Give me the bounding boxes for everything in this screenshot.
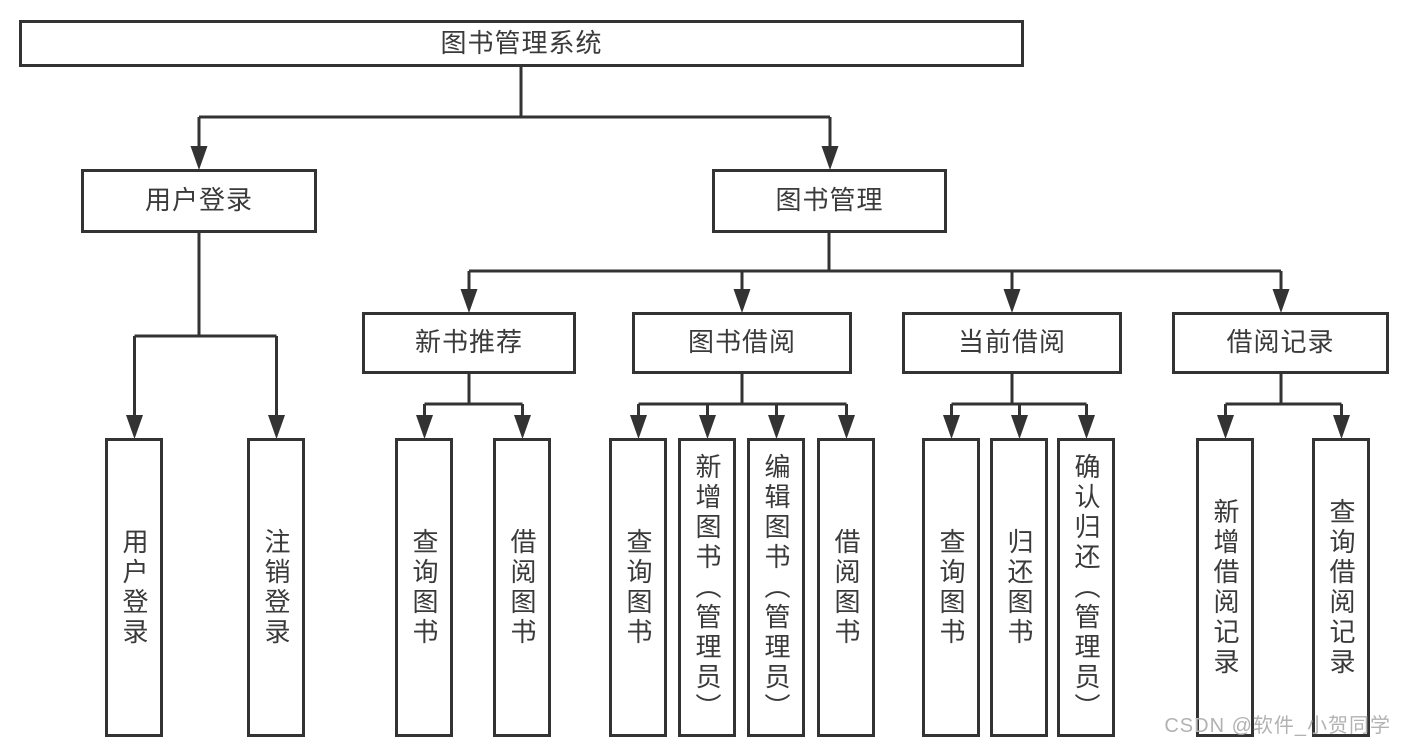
connector-book-borrow-split xyxy=(637,374,848,416)
arrow-icon xyxy=(630,415,647,439)
connector-root-split xyxy=(197,66,832,150)
leaf-logout-label: 注销登录 xyxy=(261,527,291,648)
leaf-query-books-recommend-label: 查询图书 xyxy=(409,527,439,648)
leaf-edit-books-admin-label: 编辑图书（管理员） xyxy=(761,452,791,723)
arrow-icon xyxy=(1217,415,1234,439)
node-new-book-recommend-label: 新书推荐 xyxy=(414,327,523,358)
leaf-borrow-books: 借阅图书 xyxy=(817,438,875,737)
node-new-book-recommend: 新书推荐 xyxy=(362,312,576,374)
leaf-borrow-books-label: 借阅图书 xyxy=(831,527,861,648)
node-user-login: 用户登录 xyxy=(81,169,317,233)
arrow-icon xyxy=(460,289,478,313)
node-current-borrow-label: 当前借阅 xyxy=(957,327,1066,358)
leaf-add-books-admin-label: 新增图书（管理员） xyxy=(692,452,722,723)
arrow-icon xyxy=(126,415,143,439)
leaf-add-borrow-record-label: 新增借阅记录 xyxy=(1210,497,1240,678)
arrow-icon xyxy=(1272,289,1290,313)
csdn-watermark: CSDN @软件_小贺同学 xyxy=(1164,715,1391,737)
connector-new-book-split xyxy=(423,374,524,416)
leaf-borrow-books-recommend-label: 借阅图书 xyxy=(507,527,537,648)
arrowheads xyxy=(126,146,1350,439)
node-book-borrow-label: 图书借阅 xyxy=(687,327,796,358)
node-root-label: 图书管理系统 xyxy=(440,27,603,58)
arrow-icon xyxy=(1078,415,1095,439)
arrow-icon xyxy=(416,415,433,439)
arrow-icon xyxy=(268,415,285,439)
connector-borrow-records-split xyxy=(1224,374,1343,416)
node-book-management: 图书管理 xyxy=(712,169,947,233)
leaf-add-borrow-record: 新增借阅记录 xyxy=(1196,438,1254,737)
arrow-icon xyxy=(1003,289,1021,313)
leaf-return-books: 归还图书 xyxy=(990,438,1048,737)
arrow-icon xyxy=(699,415,716,439)
leaf-add-books-admin: 新增图书（管理员） xyxy=(678,438,736,737)
leaf-query-books-current-label: 查询图书 xyxy=(936,527,966,648)
node-current-borrow: 当前借阅 xyxy=(902,312,1122,374)
node-borrow-records: 借阅记录 xyxy=(1172,312,1389,374)
arrow-icon xyxy=(821,146,839,170)
connector-lines xyxy=(133,66,1343,416)
leaf-query-borrow-record-label: 查询借阅记录 xyxy=(1326,497,1356,678)
leaf-user-login: 用户登录 xyxy=(105,438,163,737)
leaf-return-books-label: 归还图书 xyxy=(1004,527,1034,648)
arrow-icon xyxy=(514,415,531,439)
leaf-edit-books-admin: 编辑图书（管理员） xyxy=(747,438,805,737)
node-book-management-label: 图书管理 xyxy=(775,185,884,216)
arrow-icon xyxy=(1011,415,1028,439)
leaf-logout: 注销登录 xyxy=(247,438,305,737)
leaf-user-login-label: 用户登录 xyxy=(119,527,149,648)
connector-book-mgmt-split xyxy=(467,233,1283,292)
arrow-icon xyxy=(768,415,785,439)
arrow-icon xyxy=(838,415,855,439)
leaf-query-books-borrow: 查询图书 xyxy=(609,438,667,737)
node-book-borrow: 图书借阅 xyxy=(632,312,852,374)
connector-current-borrow-split xyxy=(950,374,1088,416)
leaf-query-books-borrow-label: 查询图书 xyxy=(623,527,653,648)
leaf-query-books-current: 查询图书 xyxy=(922,438,980,737)
arrow-icon xyxy=(733,289,751,313)
leaf-query-books-recommend: 查询图书 xyxy=(395,438,453,737)
arrow-icon xyxy=(1333,415,1350,439)
node-root: 图书管理系统 xyxy=(19,20,1024,67)
leaf-confirm-return-admin-label: 确认归还（管理员） xyxy=(1071,452,1101,723)
node-user-login-label: 用户登录 xyxy=(144,185,253,216)
leaf-query-borrow-record: 查询借阅记录 xyxy=(1312,438,1370,737)
arrow-icon xyxy=(943,415,960,439)
node-borrow-records-label: 借阅记录 xyxy=(1226,327,1335,358)
leaf-borrow-books-recommend: 借阅图书 xyxy=(493,438,551,737)
connector-user-login-split xyxy=(133,233,278,416)
leaf-confirm-return-admin: 确认归还（管理员） xyxy=(1057,438,1115,737)
arrow-icon xyxy=(190,146,208,170)
